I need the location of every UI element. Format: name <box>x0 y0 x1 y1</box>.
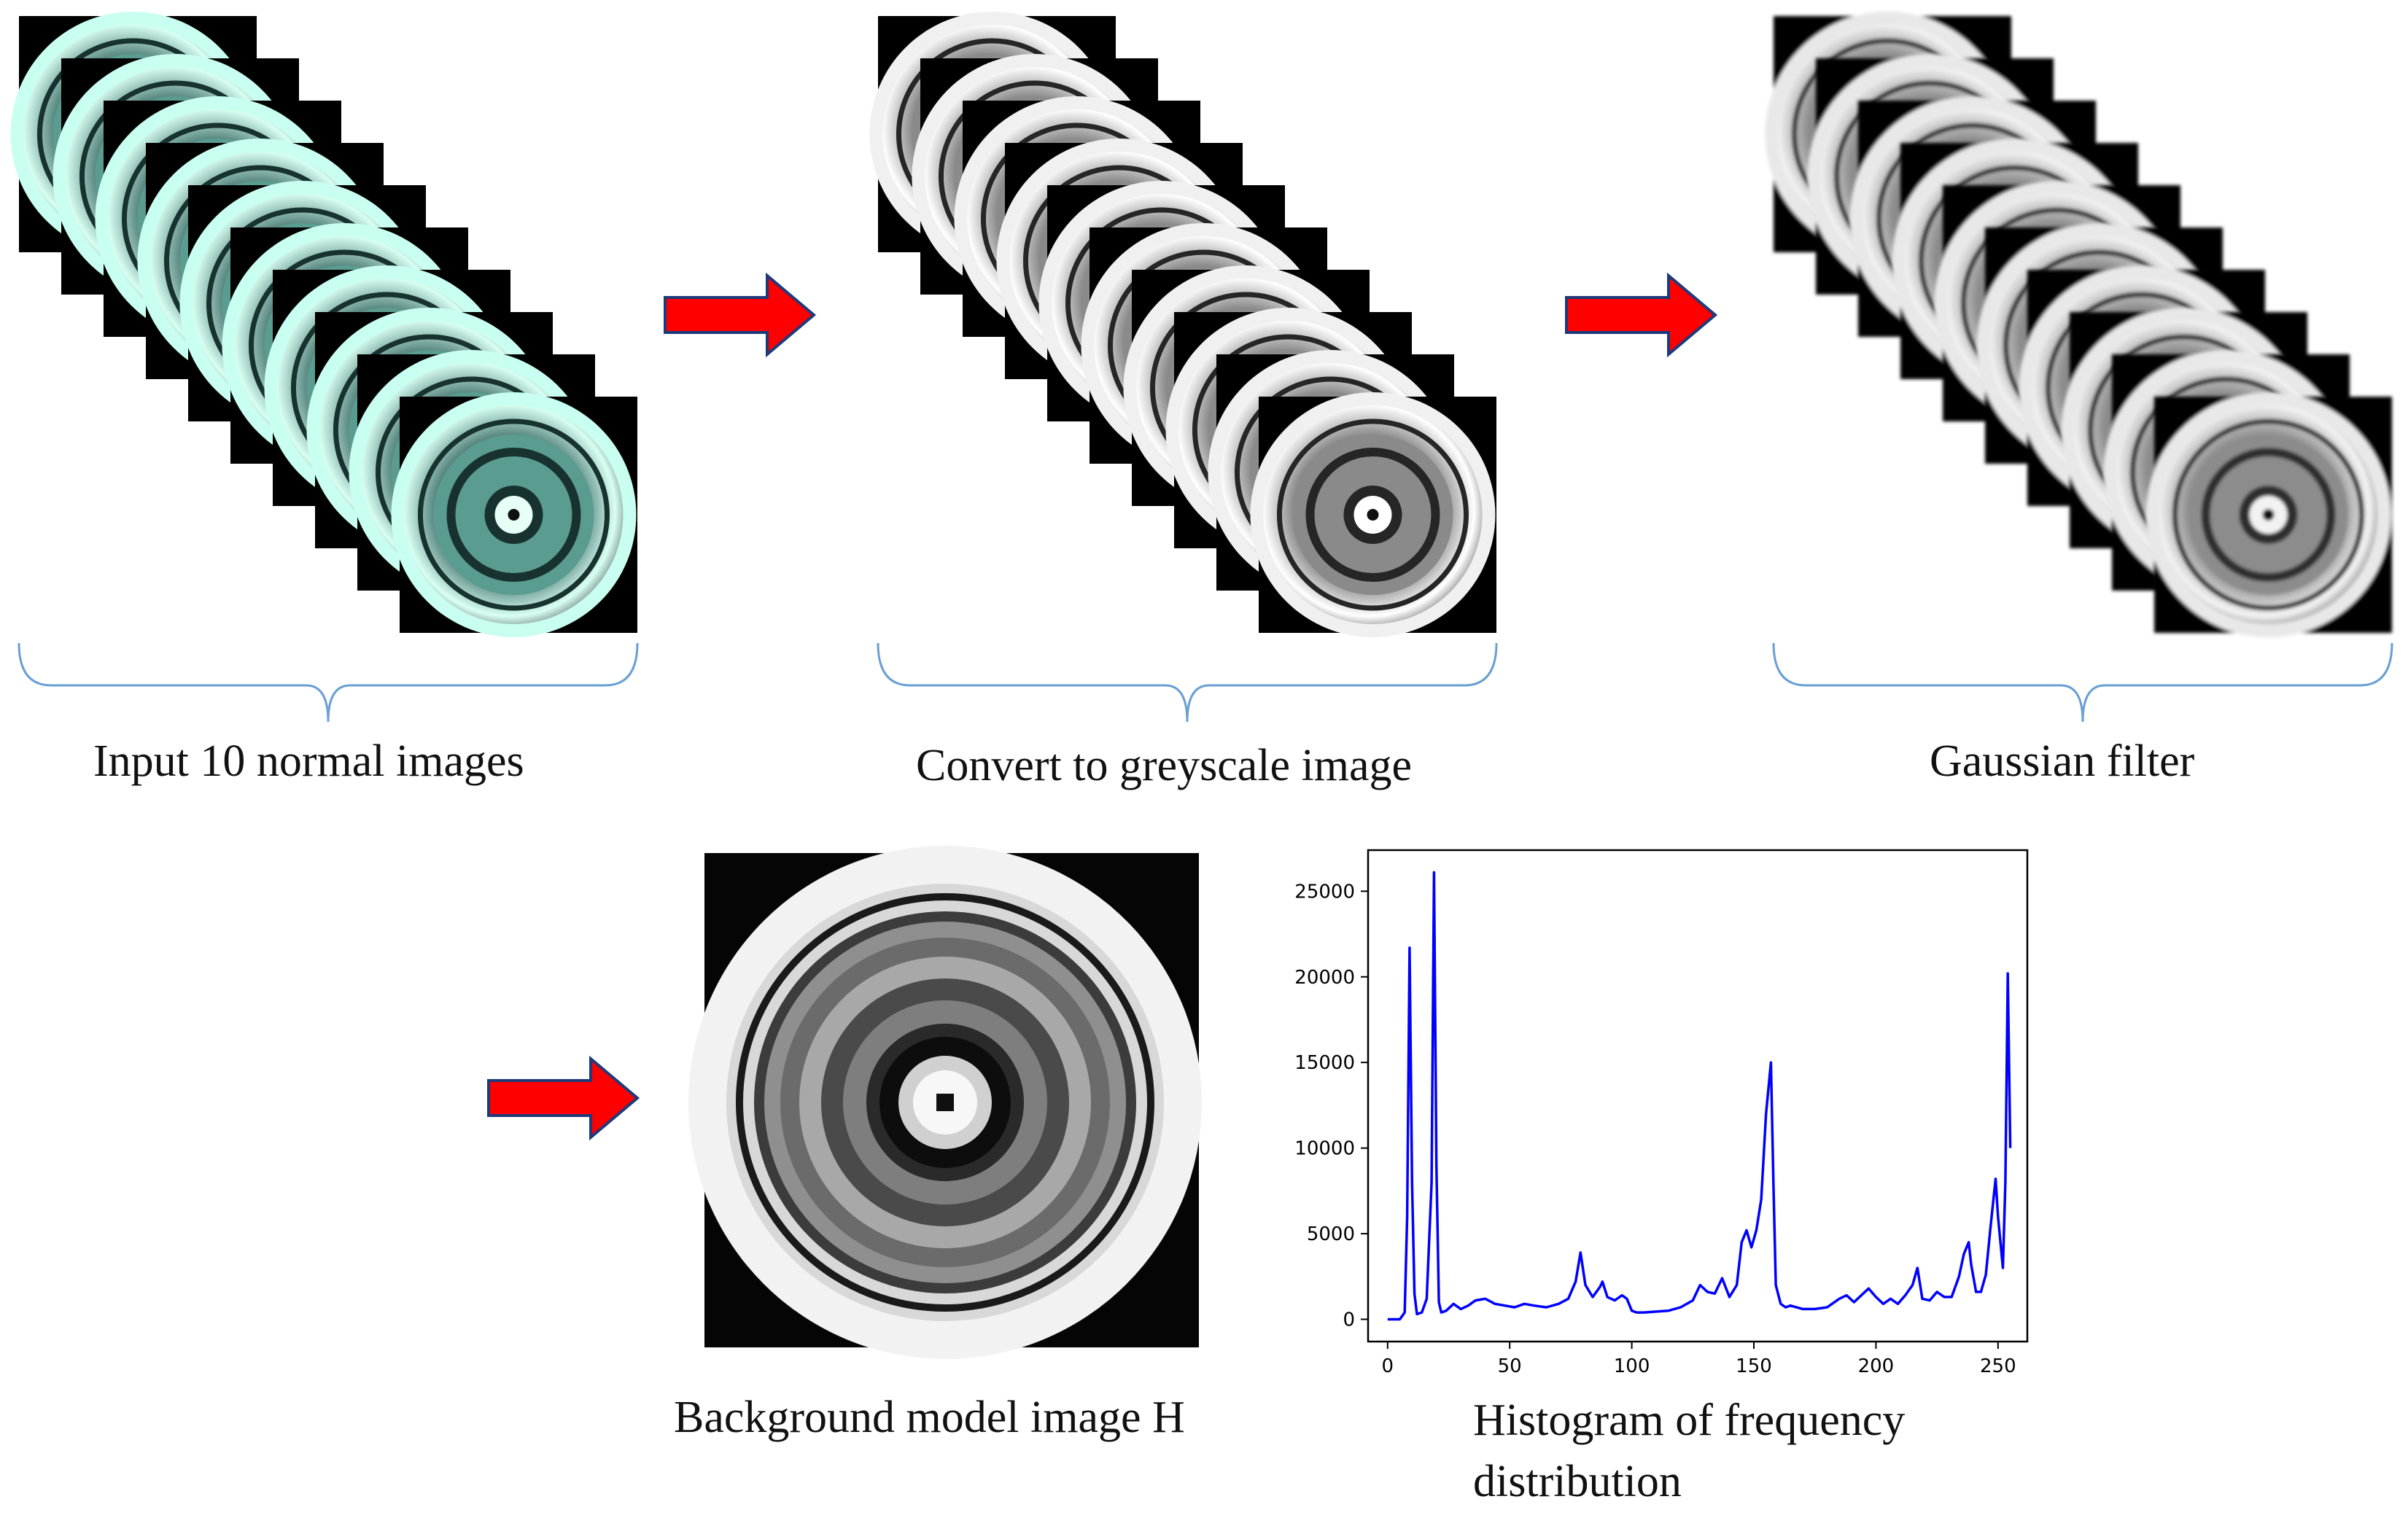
y-tick-label: 25000 <box>1294 881 1355 903</box>
input-brace <box>18 642 639 723</box>
plot-frame <box>1367 849 2029 1343</box>
background-model-image <box>688 846 1202 1359</box>
stack-image-frame <box>391 392 637 637</box>
x-tick-label: 50 <box>1498 1355 1522 1377</box>
input-stack <box>10 12 637 637</box>
y-tick-label: 5000 <box>1307 1223 1355 1245</box>
caption-gaussian: Gaussian filter <box>1930 736 2195 786</box>
caption-histogram-line2: distribution <box>1473 1457 1682 1506</box>
histogram-series-line <box>1387 871 2012 1321</box>
greyscale-brace <box>877 642 1498 723</box>
x-tick-label: 250 <box>1980 1355 2016 1377</box>
gaussian-brace <box>1772 642 2393 723</box>
y-tick-label: 15000 <box>1294 1052 1355 1074</box>
x-tick-label: 0 <box>1382 1355 1394 1377</box>
y-tick-label: 10000 <box>1294 1138 1355 1160</box>
caption-greyscale: Convert to greyscale image <box>916 741 1413 790</box>
gaussian-stack <box>1765 12 2392 637</box>
x-tick-label: 200 <box>1858 1355 1895 1377</box>
greyscale-stack <box>869 12 1496 637</box>
arrow-to-gaussian <box>1565 272 1718 358</box>
caption-background: Background model image H <box>674 1393 1185 1442</box>
arrow-to-greyscale <box>664 272 817 358</box>
arrow-to-background <box>487 1055 640 1141</box>
y-tick-label: 0 <box>1343 1309 1355 1331</box>
stack-image-frame <box>1250 392 1496 637</box>
x-tick-label: 150 <box>1736 1355 1772 1377</box>
y-tick-label: 20000 <box>1294 967 1355 989</box>
stack-image-frame <box>2145 392 2392 637</box>
histogram-chart: 0 50 100 150 200 250 0 5000 10000 15000 20000 25000 <box>1294 849 2029 1377</box>
x-tick-label: 100 <box>1614 1355 1650 1377</box>
caption-input: Input 10 normal images <box>93 736 524 786</box>
caption-histogram-line1: Histogram of frequency <box>1473 1396 1906 1445</box>
